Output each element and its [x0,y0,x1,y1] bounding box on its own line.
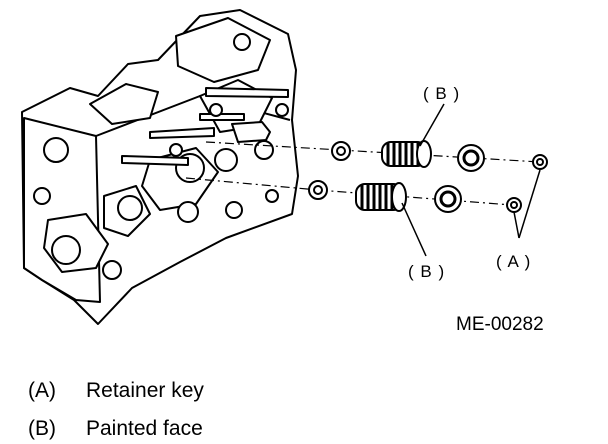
valve-spring-upper [381,140,432,168]
legend-key: (B) [28,417,56,440]
callout-painted-face-lower: ( B ) [408,262,446,281]
figure-code: ME-00282 [456,314,544,335]
valve-parts-upper [331,140,548,172]
callout-painted-face-upper: ( B ) [423,84,461,103]
legend-item-painted-face: (B) Painted face [28,416,203,442]
cylinder-head-drawing [21,9,299,325]
valve-spring-lower [355,182,407,212]
callout-retainer-key: ( A ) [496,252,532,271]
valve-parts-lower [308,180,522,213]
legend-key: (A) [28,379,56,402]
legend-text: Retainer key [86,379,204,402]
legend-item-retainer-key: (A) Retainer key [28,378,204,404]
legend-text: Painted face [86,417,203,440]
leader-lines [401,103,541,257]
